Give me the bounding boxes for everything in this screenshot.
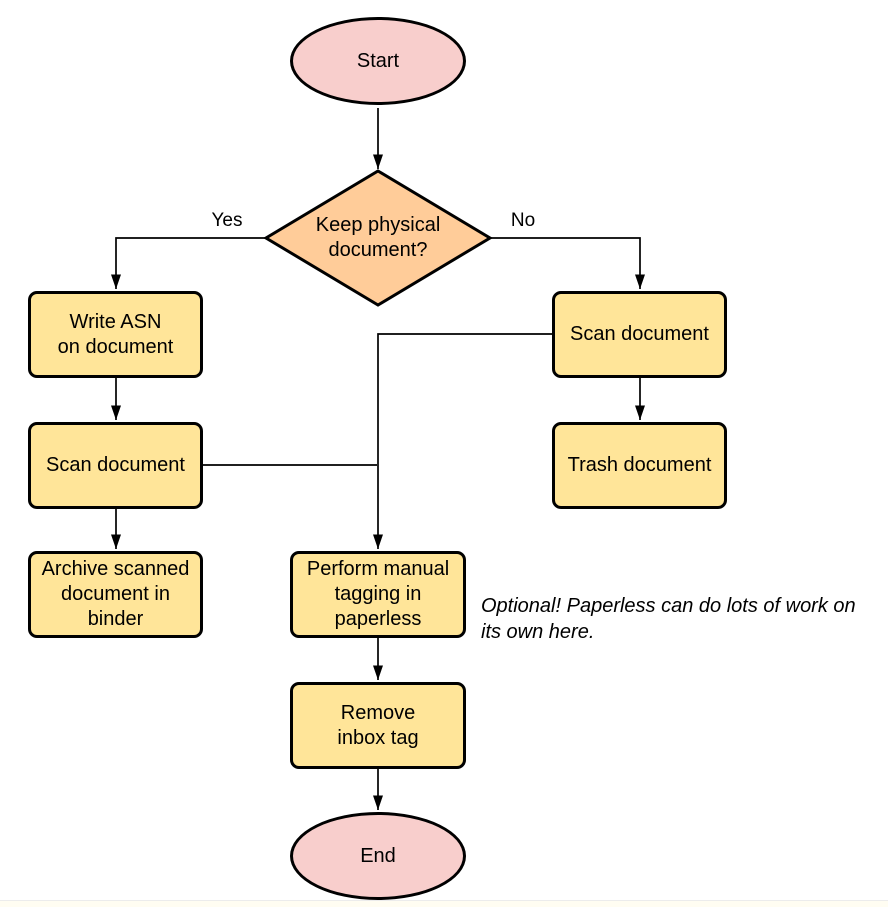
node-scan-document-right-label: Scan document bbox=[570, 323, 709, 345]
node-archive-in-binder: Archive scanned document in binder bbox=[28, 551, 203, 638]
node-decision: Keep physical document? bbox=[266, 171, 490, 305]
edge-label-no: No bbox=[510, 210, 536, 231]
node-scan-document-right: Scan document bbox=[552, 291, 727, 378]
node-trash-document: Trash document bbox=[552, 422, 727, 509]
edge-decision-no-to-scan-right bbox=[490, 237, 645, 289]
decision-diamond-shape bbox=[263, 169, 493, 307]
edge-scan-right-to-tagging bbox=[373, 333, 552, 549]
node-start-label: Start bbox=[356, 49, 400, 72]
node-end: End bbox=[290, 812, 466, 900]
node-write-asn-label: Write ASN on document bbox=[57, 310, 174, 358]
node-manual-tagging: Perform manual tagging in paperless bbox=[290, 551, 466, 638]
node-remove-inbox-tag: Remove inbox tag bbox=[290, 682, 466, 769]
node-end-label: End bbox=[360, 844, 396, 867]
node-manual-tagging-label: Perform manual tagging in paperless bbox=[306, 558, 450, 630]
bottom-band bbox=[0, 900, 888, 907]
edge-decision-yes-to-write-asn bbox=[111, 237, 266, 289]
edge-label-yes: Yes bbox=[211, 210, 243, 231]
node-decision-label: Keep physical document? bbox=[315, 214, 441, 261]
node-scan-document-left-label: Scan document bbox=[46, 454, 185, 476]
node-remove-inbox-tag-label: Remove inbox tag bbox=[337, 701, 419, 749]
node-archive-in-binder-label: Archive scanned document in binder bbox=[41, 558, 190, 630]
node-start: Start bbox=[290, 17, 466, 105]
optional-note-text: Optional! Paperless can do lots of work … bbox=[481, 595, 856, 643]
node-scan-document-left: Scan document bbox=[28, 422, 203, 509]
node-trash-document-label: Trash document bbox=[567, 454, 712, 476]
node-write-asn: Write ASN on document bbox=[28, 291, 203, 378]
